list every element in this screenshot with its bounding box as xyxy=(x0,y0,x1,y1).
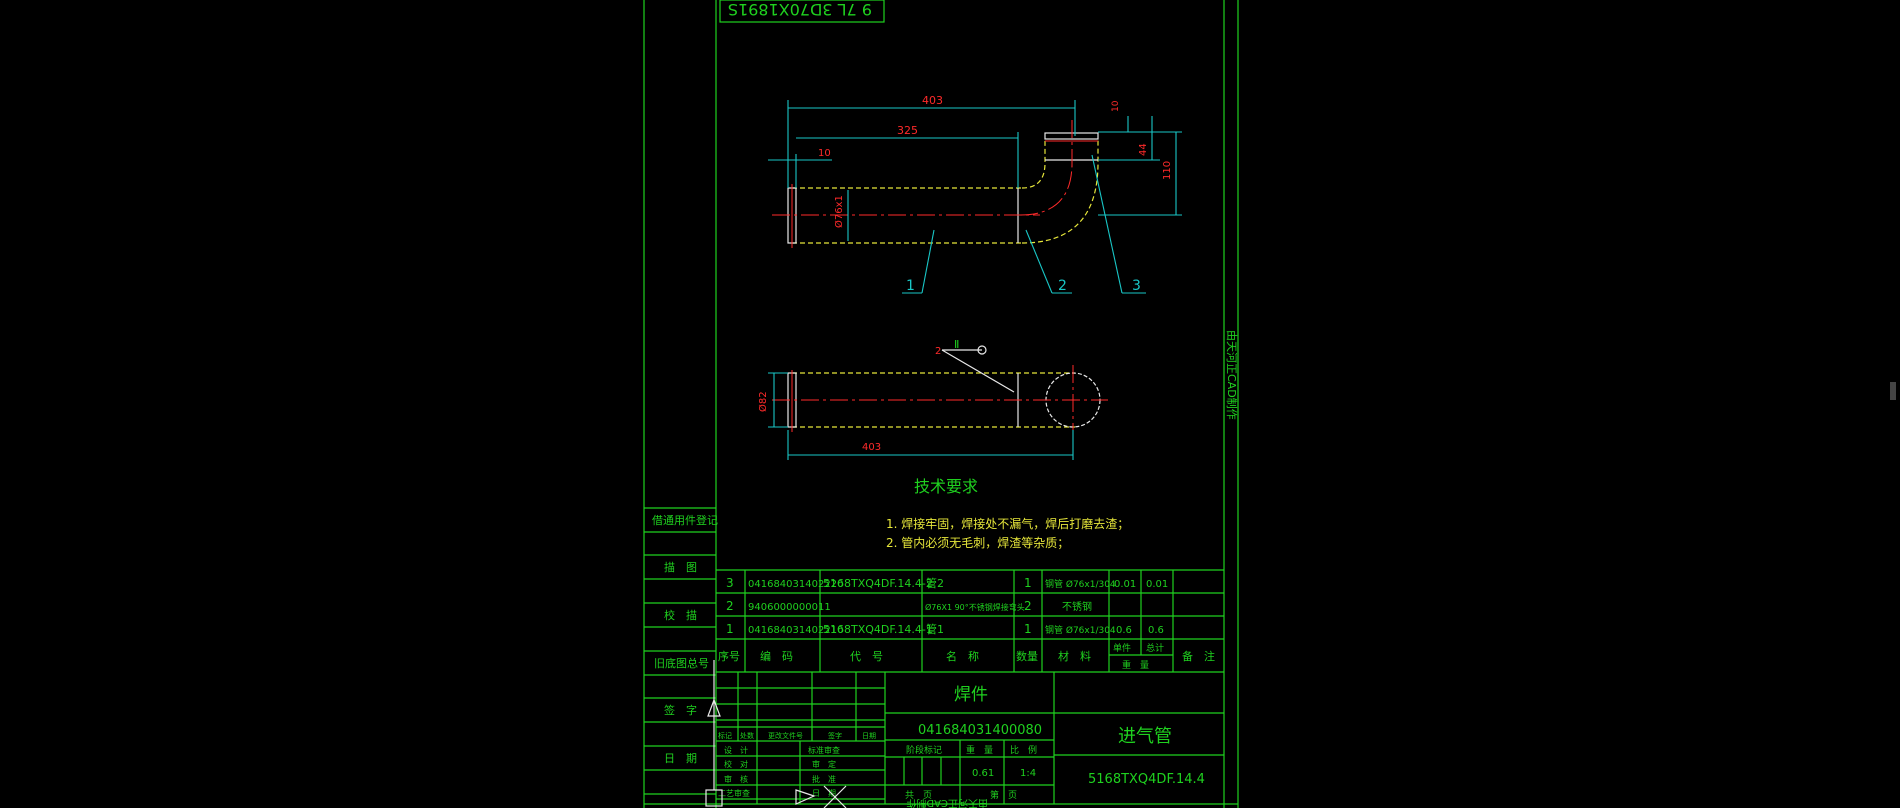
sign-row-2: 校 对 xyxy=(724,759,748,769)
bom-row2-seq: 2 xyxy=(726,599,734,613)
sign-row-1: 设 计 xyxy=(724,745,748,755)
title-scale-val: 1:4 xyxy=(1020,768,1036,779)
balloon-2: 2 xyxy=(1058,278,1067,294)
rev-col-1: 标记 xyxy=(718,731,732,740)
vertical-scrollbar[interactable] xyxy=(1886,0,1900,808)
bom-h-code: 编 码 xyxy=(760,649,793,663)
strip-cell-5: 签 字 xyxy=(664,703,697,717)
sign-row-3: 审 核 xyxy=(724,774,748,784)
title-stage-label: 阶段标记 xyxy=(906,744,942,756)
strip-cell-3: 校 描 xyxy=(664,608,697,622)
dim-110: 110 xyxy=(1162,161,1173,180)
title-sheets-label: 共 页 xyxy=(905,790,932,801)
bom-row2-code: 9406000000011 xyxy=(748,602,831,613)
strip-cell-6: 日 期 xyxy=(664,752,697,765)
tech-line-2: 2. 管内必须无毛刺，焊渣等杂质； xyxy=(886,535,1069,550)
dim-dia82: Ø82 xyxy=(757,391,769,412)
bom-row3-code: 041684031402220 xyxy=(748,579,843,590)
dim-dia76: Ø76x1 xyxy=(833,195,845,228)
sign-row-r3: 批 准 xyxy=(812,774,836,784)
bom-h-note: 备 注 xyxy=(1182,649,1215,663)
bom-row3-w1: 0.01 xyxy=(1114,579,1136,590)
bom-row1-material: 钢管 Ø76x1/304 xyxy=(1045,624,1116,636)
top-view[interactable]: 403 325 10 Ø76x1 10 44 110 1 2 3 xyxy=(768,94,1182,294)
title-name: 进气管 xyxy=(1118,726,1172,747)
title-sheet-label: 第 页 xyxy=(990,789,1017,801)
bom-h-name: 名 称 xyxy=(946,649,979,663)
rev-col-4: 签字 xyxy=(828,731,842,740)
dim-325: 325 xyxy=(897,124,918,137)
bom-h-spec: 代 号 xyxy=(850,650,883,663)
title-type: 焊件 xyxy=(954,685,988,705)
weld-symbol: Ⅱ xyxy=(954,338,959,351)
bom-row1-spec: 5168TXQ4DF.14.4-1 xyxy=(823,623,933,636)
tech-line-1: 1. 焊接牢固，焊接处不漏气，焊后打磨去渣； xyxy=(886,516,1129,531)
title-weight-label: 重 量 xyxy=(966,744,993,756)
bom-row3-name: 管2 xyxy=(926,576,944,590)
bom-row2-name: Ø76X1 90°不锈钢焊接弯头 xyxy=(925,602,1025,612)
tech-title: 技术要求 xyxy=(914,477,978,496)
bom-row1-w2: 0.6 xyxy=(1148,625,1164,636)
ucs-icon xyxy=(705,660,847,808)
dim-403-bottom: 403 xyxy=(862,442,881,453)
bom-h-qty: 数量 xyxy=(1016,650,1038,663)
balloon-1: 1 xyxy=(906,278,915,294)
bom-row3-qty: 1 xyxy=(1024,576,1032,590)
bom-row1-seq: 1 xyxy=(726,622,734,636)
side-vertical-text: 由天河正CAD制作 xyxy=(1225,330,1239,420)
title-drawing-no: 5168TXQ4DF.14.4 xyxy=(1088,772,1205,787)
top-banner-text: 9 7L 3D70X1891S xyxy=(728,0,872,19)
weld-symbol-left: 2 xyxy=(935,346,941,357)
rev-col-5: 日期 xyxy=(862,732,876,740)
strip-cell-1: 借通用件登记 xyxy=(652,513,718,527)
left-strip: 借通用件登记 描 图 校 描 旧底图总号 签 字 日 期 xyxy=(644,507,718,795)
title-weight-val: 0.61 xyxy=(972,768,994,779)
bom-h-wlabel: 重 量 xyxy=(1122,659,1149,671)
title-code: 041684031400080 xyxy=(918,723,1042,738)
dim-44: 44 xyxy=(1138,143,1149,156)
bom-row1-w1: 0.6 xyxy=(1116,625,1132,636)
bom-row1-name: 管1 xyxy=(926,622,944,636)
rev-col-2: 处数 xyxy=(740,731,754,740)
title-block[interactable]: 焊件 041684031400080 进气管 5168TXQ4DF.14.4 阶… xyxy=(716,672,1224,804)
bom-table[interactable]: 3 041684031402220 5168TXQ4DF.14.4-2 管2 1… xyxy=(716,569,1224,673)
bom-h-wtotal: 总计 xyxy=(1146,642,1164,654)
sign-row-r4: 日 期 xyxy=(812,789,836,798)
bom-row1-qty: 1 xyxy=(1024,622,1032,636)
tech-requirements: 技术要求 1. 焊接牢固，焊接处不漏气，焊后打磨去渣； 2. 管内必须无毛刺，焊… xyxy=(886,477,1129,550)
dim-10: 10 xyxy=(818,148,831,159)
sign-row-r2: 审 定 xyxy=(812,759,836,769)
bom-row3-seq: 3 xyxy=(726,576,734,590)
sign-row-r1: 标准审查 xyxy=(808,745,840,755)
dim-403-top: 403 xyxy=(922,94,943,107)
strip-cell-2: 描 图 xyxy=(664,560,697,574)
bom-row3-material: 钢管 Ø76x1/304 xyxy=(1045,578,1116,590)
bom-row2-qty: 2 xyxy=(1024,599,1032,613)
rev-col-3: 更改文件号 xyxy=(768,731,803,740)
sign-row-4: 工艺审查 xyxy=(718,788,750,798)
bom-row2-material: 不锈钢 xyxy=(1062,600,1092,613)
strip-cell-4: 旧底图总号 xyxy=(654,656,709,670)
bom-h-material: 材 料 xyxy=(1058,649,1091,663)
bottom-vertical-text: 由天河正CAD制作 xyxy=(906,797,988,808)
dim-top-small: 10 xyxy=(1111,100,1121,112)
balloon-3: 3 xyxy=(1132,278,1141,294)
bom-h-seq: 序号 xyxy=(718,649,740,663)
bom-row1-code: 041684031402210 xyxy=(748,625,843,636)
bom-row3-w2: 0.01 xyxy=(1146,579,1168,590)
scrollbar-thumb[interactable] xyxy=(1890,382,1896,400)
top-banner-box xyxy=(719,0,885,23)
bom-row3-spec: 5168TXQ4DF.14.4-2 xyxy=(823,577,933,590)
title-scale-label: 比 例 xyxy=(1010,744,1037,756)
bom-h-wsingle: 单件 xyxy=(1113,642,1131,654)
front-view[interactable]: Ø82 403 2 Ⅱ xyxy=(757,338,1108,460)
